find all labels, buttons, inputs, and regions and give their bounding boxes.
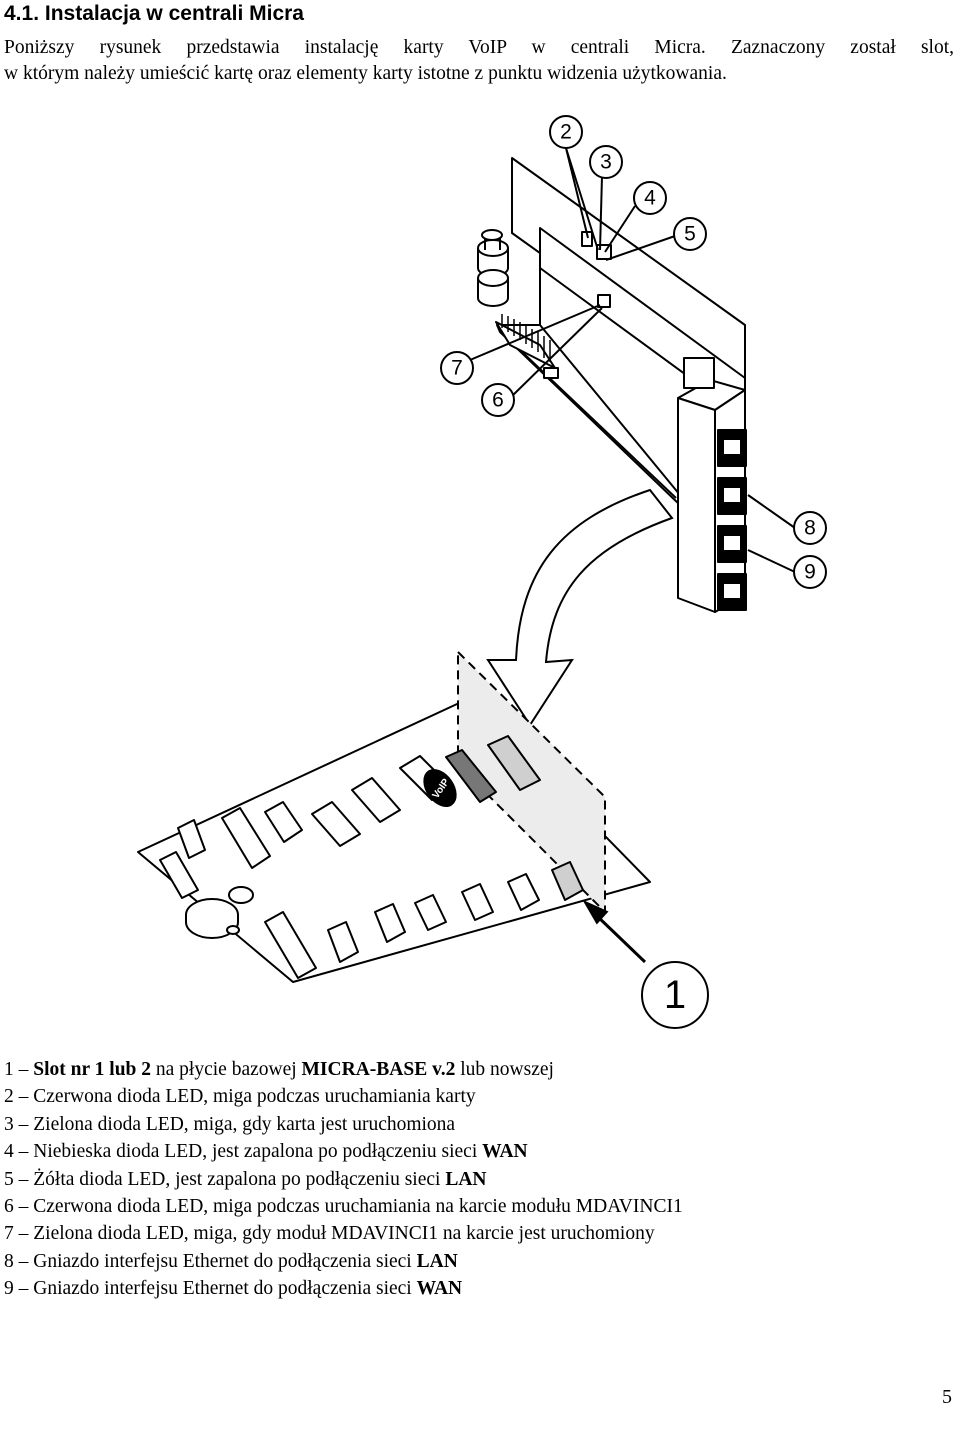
legend-text: Żółta dioda LED, jest zapalona po podłąc… xyxy=(33,1168,446,1190)
callout-numbers: 2 3 4 5 7 6 8 9 1 xyxy=(451,121,816,1018)
connectors-front xyxy=(264,861,584,979)
callout-4: 4 xyxy=(644,187,656,210)
slot-arrow xyxy=(582,899,647,964)
legend-item: 5 – Żółta dioda LED, jest zapalona po po… xyxy=(4,1166,683,1193)
led-module xyxy=(597,294,611,308)
callout-8: 8 xyxy=(804,517,816,540)
intro-line-1: Poniższy rysunek przedstawia instalację … xyxy=(4,37,954,58)
ethernet-block xyxy=(677,357,747,613)
intro-paragraph: Poniższy rysunek przedstawia instalację … xyxy=(4,35,954,87)
voip-marking: VoIP xyxy=(423,768,457,808)
legend-number: 8 – xyxy=(4,1250,34,1272)
legend-text: Zielona dioda LED, miga, gdy moduł MDAVI… xyxy=(33,1223,655,1245)
legend-number: 1 – xyxy=(4,1059,34,1080)
base-board: VoIP xyxy=(137,651,651,983)
legend-text: Zielona dioda LED, miga, gdy karta jest … xyxy=(33,1113,456,1135)
slot-connector-2 xyxy=(487,735,541,791)
callout-5: 5 xyxy=(684,223,696,246)
legend-text: Czerwona dioda LED, miga podczas urucham… xyxy=(33,1086,476,1108)
legend-text: MICRA-BASE v.2 xyxy=(301,1059,456,1080)
capacitors xyxy=(477,229,509,307)
legend-text: Slot nr 1 lub 2 xyxy=(33,1059,152,1080)
legend-text: WAN xyxy=(416,1278,463,1300)
page-number: 5 xyxy=(942,1386,952,1408)
legend-number: 3 – xyxy=(4,1113,34,1135)
legend-item: 3 – Zielona dioda LED, miga, gdy karta j… xyxy=(4,1111,683,1138)
legend-number: 5 – xyxy=(4,1168,34,1190)
intro-line-2: w którym należy umieścić kartę oraz elem… xyxy=(4,63,727,84)
legend-item: 4 – Niebieska dioda LED, jest zapalona p… xyxy=(4,1138,683,1165)
callout-1: 1 xyxy=(664,973,686,1017)
legend-text: LAN xyxy=(416,1250,458,1272)
legend-item: 8 – Gniazdo interfejsu Ethernet do podłą… xyxy=(4,1248,683,1275)
legend-number: 7 – xyxy=(4,1223,34,1245)
battery xyxy=(185,886,254,939)
callout-7: 7 xyxy=(451,357,463,380)
legend-item: 7 – Zielona dioda LED, miga, gdy moduł M… xyxy=(4,1220,683,1247)
legend-number: 4 – xyxy=(4,1141,34,1163)
callout-9: 9 xyxy=(804,561,816,584)
figure-legend: 1 – Slot nr 1 lub 2 na płycie bazowej MI… xyxy=(4,1056,683,1303)
target-slot xyxy=(551,861,584,901)
legend-item: 2 – Czerwona dioda LED, miga podczas uru… xyxy=(4,1083,683,1110)
legend-number: 6 – xyxy=(4,1196,34,1218)
callout-6: 6 xyxy=(492,389,504,412)
section-heading: 4.1. Instalacja w centrali Micra xyxy=(4,2,304,25)
voip-slot-connector xyxy=(445,749,497,803)
legend-text: Gniazdo interfejsu Ethernet do podłączen… xyxy=(33,1278,417,1300)
ethernet-port-2 xyxy=(717,477,747,515)
legend-text: lub nowszej xyxy=(455,1059,554,1080)
callout-2: 2 xyxy=(560,121,572,144)
legend-item: 6 – Czerwona dioda LED, miga podczas uru… xyxy=(4,1193,683,1220)
legend-text: LAN xyxy=(445,1168,487,1190)
installation-diagram: 2 3 4 5 7 6 8 9 1 VoIP xyxy=(137,115,827,1029)
legend-text: na płycie bazowej xyxy=(151,1059,302,1080)
insertion-arrow xyxy=(486,488,674,727)
legend-number: 9 – xyxy=(4,1278,34,1300)
legend-text: Gniazdo interfejsu Ethernet do podłączen… xyxy=(33,1250,417,1272)
legend-text: WAN xyxy=(482,1141,528,1163)
legend-number: 2 – xyxy=(4,1086,34,1108)
callout-leaders xyxy=(469,147,796,573)
callout-labels xyxy=(440,115,827,1029)
voip-card xyxy=(477,157,747,613)
callout-3: 3 xyxy=(600,151,612,174)
legend-text: Niebieska dioda LED, jest zapalona po po… xyxy=(33,1141,483,1163)
legend-item: 1 – Slot nr 1 lub 2 na płycie bazowej MI… xyxy=(4,1056,683,1083)
ethernet-port-3 xyxy=(717,525,747,563)
legend-text: Czerwona dioda LED, miga podczas urucham… xyxy=(33,1196,683,1218)
legend-item: 9 – Gniazdo interfejsu Ethernet do podłą… xyxy=(4,1275,683,1302)
